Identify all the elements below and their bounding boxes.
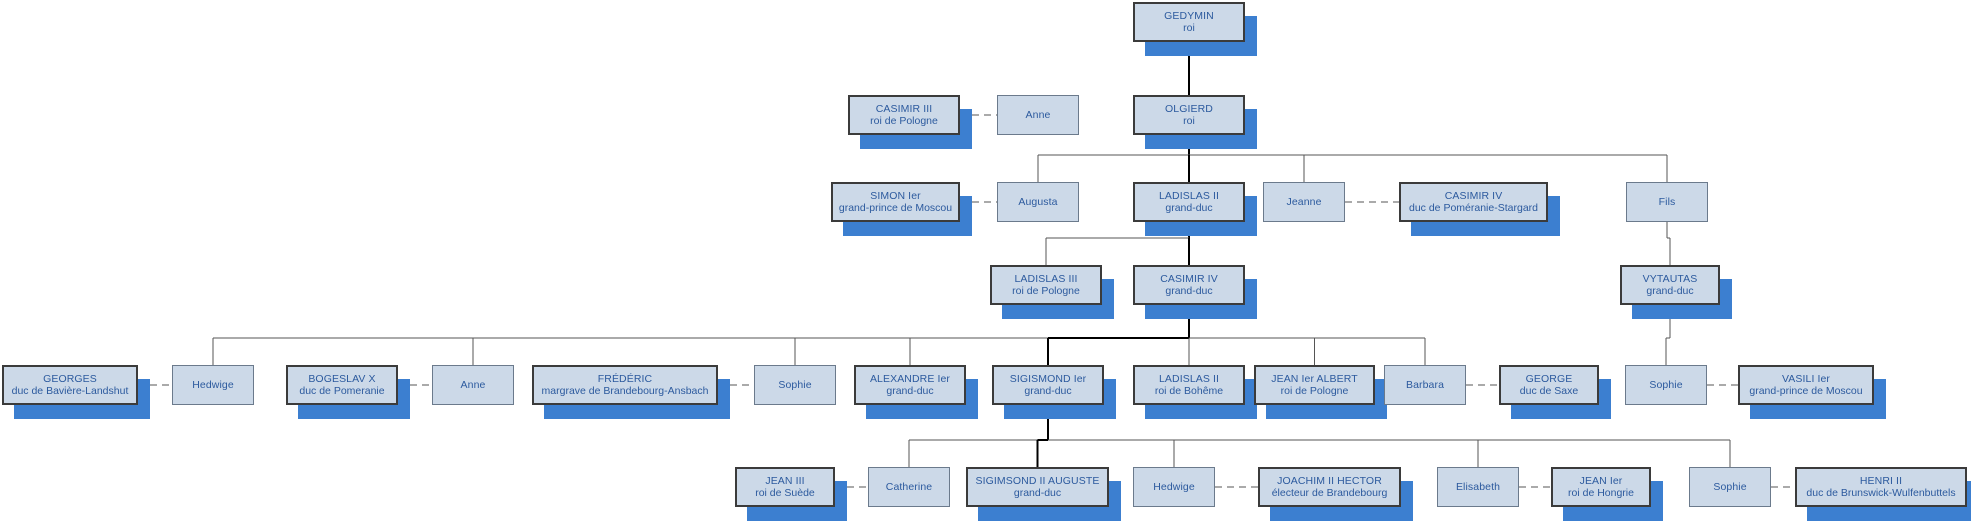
person-node-anne2[interactable]: Anne <box>432 365 514 405</box>
person-name: VASILI Ier <box>1781 372 1831 385</box>
person-node-sophie3[interactable]: Sophie <box>1689 467 1771 507</box>
person-node-augusta[interactable]: Augusta <box>997 182 1079 222</box>
person-name: LADISLAS II <box>1158 372 1220 385</box>
person-node-fils[interactable]: Fils <box>1626 182 1708 222</box>
person-name: JOACHIM II HECTOR <box>1277 474 1382 487</box>
person-title: roi de Hongrie <box>1568 487 1634 499</box>
person-title: grand-duc <box>1165 202 1213 214</box>
person-node-anne1[interactable]: Anne <box>997 95 1079 135</box>
person-title: duc de Brunswick-Wulfenbuttels <box>1806 487 1956 499</box>
person-name: ALEXANDRE Ier <box>869 372 951 385</box>
person-node-barbara[interactable]: Barbara <box>1384 365 1466 405</box>
person-title: roi de Pologne <box>870 115 938 127</box>
person-title: margrave de Brandebourg-Ansbach <box>541 385 709 397</box>
person-node-sophie1[interactable]: Sophie <box>754 365 836 405</box>
person-name: GEORGE <box>1525 372 1573 385</box>
person-name: GEDYMIN <box>1164 9 1214 22</box>
person-name: BOGESLAV X <box>308 372 376 385</box>
person-title: grand-duc <box>1024 385 1072 397</box>
person-name: Elisabeth <box>1455 480 1501 493</box>
person-title: grand-prince de Moscou <box>1749 385 1863 397</box>
person-title: roi de Pologne <box>1012 285 1080 297</box>
person-name: CASIMIR IV <box>1160 272 1218 285</box>
person-title: grand-duc <box>886 385 934 397</box>
person-title: roi de Pologne <box>1280 385 1349 397</box>
person-name: Catherine <box>885 480 933 493</box>
person-name: JEAN Ier <box>1579 474 1623 487</box>
person-title: grand-duc <box>1013 487 1062 499</box>
person-name: Sophie <box>1713 480 1747 493</box>
person-name: JEAN III <box>765 474 805 487</box>
person-name: Hedwige <box>1153 480 1195 493</box>
person-name: Barbara <box>1405 378 1445 391</box>
person-name: Fils <box>1658 195 1676 208</box>
person-title: duc de Bavière-Landshut <box>11 385 129 397</box>
person-name: CASIMIR III <box>875 102 933 115</box>
person-name: FRÉDÉRIC <box>597 372 653 385</box>
person-title: grand-duc <box>1165 285 1213 297</box>
person-title: roi <box>1183 115 1195 127</box>
person-node-catherine[interactable]: Catherine <box>868 467 950 507</box>
person-title: roi de Bohême <box>1154 385 1224 397</box>
person-node-elisabeth[interactable]: Elisabeth <box>1437 467 1519 507</box>
person-name: Sophie <box>778 378 812 391</box>
person-name: Augusta <box>1018 195 1058 208</box>
person-name: GEORGES <box>43 372 97 385</box>
person-name: JEAN Ier ALBERT <box>1271 372 1358 385</box>
person-node-jeanne[interactable]: Jeanne <box>1263 182 1345 222</box>
person-node-hedwige2[interactable]: Hedwige <box>1133 467 1215 507</box>
person-name: Jeanne <box>1286 195 1322 208</box>
person-name: OLGIERD <box>1165 102 1213 115</box>
person-name: Sophie <box>1649 378 1683 391</box>
person-name: LADISLAS II <box>1158 189 1220 202</box>
person-name: LADISLAS III <box>1014 272 1078 285</box>
person-title: grand-duc <box>1646 285 1694 297</box>
person-name: SIGISMOND Ier <box>1009 372 1087 385</box>
person-node-hedwige1[interactable]: Hedwige <box>172 365 254 405</box>
person-name: Anne <box>460 378 486 391</box>
person-title: roi de Suède <box>755 487 815 499</box>
person-title: électeur de Brandebourg <box>1271 487 1388 499</box>
person-name: SIMON Ier <box>870 189 921 202</box>
person-title: grand-prince de Moscou <box>838 202 953 214</box>
person-name: CASIMIR IV <box>1444 189 1503 202</box>
person-title: roi <box>1183 22 1195 34</box>
person-node-sophie2[interactable]: Sophie <box>1625 365 1707 405</box>
person-title: duc de Saxe <box>1519 385 1579 397</box>
person-name: VYTAUTAS <box>1642 272 1698 285</box>
person-title: duc de Pomeranie <box>299 385 385 397</box>
person-name: HENRI II <box>1859 474 1903 487</box>
person-title: duc de Poméranie-Stargard <box>1409 202 1538 214</box>
person-name: SIGIMSOND II AUGUSTE <box>975 474 1100 487</box>
person-name: Anne <box>1025 108 1051 121</box>
person-name: Hedwige <box>192 378 234 391</box>
